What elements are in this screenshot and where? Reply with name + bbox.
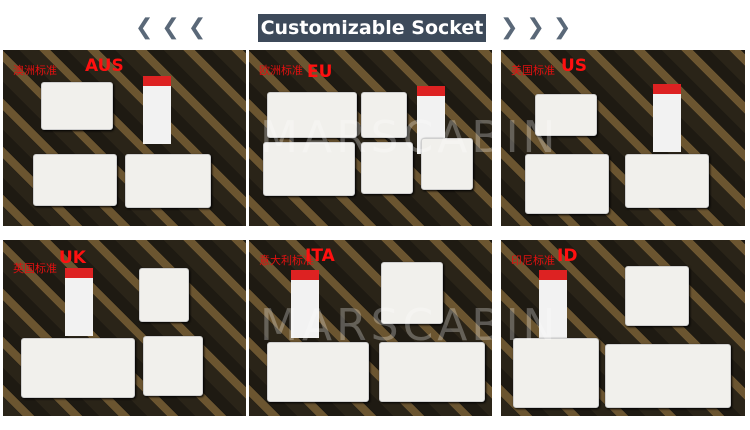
socket-plate — [525, 154, 609, 214]
label-cn: 美国标准 — [511, 64, 555, 77]
panel-us: 美国标准 US — [501, 50, 745, 226]
breaker — [65, 268, 93, 336]
switch-plate — [381, 262, 443, 324]
label-code: ID — [557, 246, 578, 266]
label-code: US — [561, 56, 588, 76]
breaker — [143, 76, 171, 144]
label-code: AUS — [85, 56, 124, 76]
label-cn: 欧洲标准 — [259, 64, 303, 77]
socket-plate — [21, 338, 135, 398]
socket-plate — [513, 338, 599, 408]
socket-plate — [379, 342, 485, 402]
page-title: Customizable Socket — [258, 14, 486, 42]
label-code: UK — [59, 248, 86, 268]
panel-ita: 意大利标准 ITA — [249, 240, 492, 416]
socket-plate — [267, 92, 357, 138]
label-code: EU — [307, 62, 333, 82]
socket-plate — [605, 344, 731, 408]
breaker — [291, 270, 319, 338]
label-cn: 印尼标准 — [511, 254, 555, 267]
socket-plate — [267, 342, 369, 402]
socket-plate — [41, 82, 113, 130]
switch-plate — [139, 268, 189, 322]
socket-plate — [143, 336, 203, 396]
socket-plate — [625, 154, 709, 208]
breaker — [539, 270, 567, 338]
panel-id: 印尼标准 ID — [501, 240, 745, 416]
socket-plate — [361, 142, 413, 194]
panel-aus: 澳洲标准 AUS — [3, 50, 246, 226]
socket-plate — [263, 142, 355, 196]
socket-plate — [361, 92, 407, 138]
left-arrows-icon: ❮❮❮ — [135, 15, 215, 40]
label-cn: 英国标准 — [13, 262, 57, 275]
switch-plate — [535, 94, 597, 136]
label-cn: 意大利标准 — [259, 254, 314, 267]
switch-plate — [33, 154, 117, 206]
label-cn: 澳洲标准 — [13, 64, 57, 77]
switch-plate — [421, 138, 473, 190]
panel-uk: 英国标准 UK — [3, 240, 246, 416]
breaker — [653, 84, 681, 152]
switch-plate — [625, 266, 689, 326]
panel-eu: 欧洲标准 EU — [249, 50, 492, 226]
label-code: ITA — [305, 246, 335, 266]
right-arrows-icon: ❯❯❯ — [500, 15, 580, 40]
socket-plate — [125, 154, 211, 208]
